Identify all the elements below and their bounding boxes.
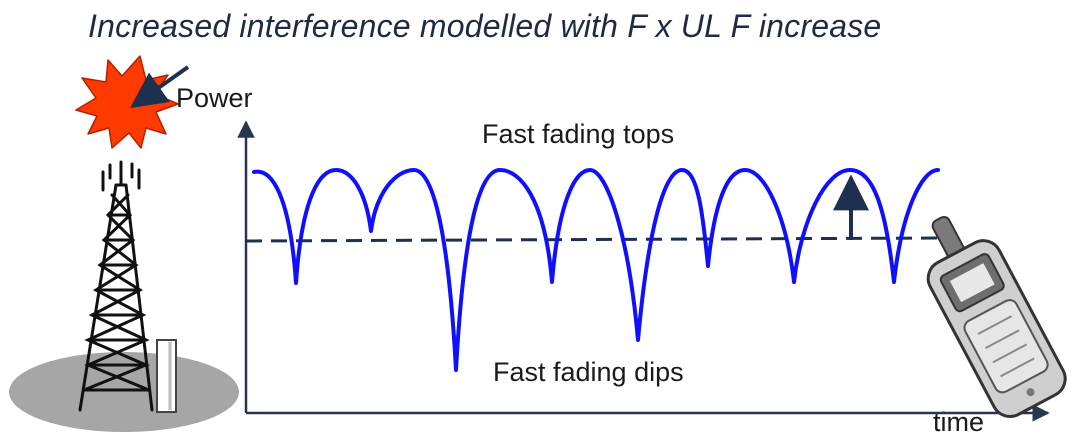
building-icon xyxy=(156,339,177,413)
ground-ellipse xyxy=(9,352,239,432)
diagram-title: Increased interference modelled with F x… xyxy=(88,8,882,44)
y-axis-label: Power xyxy=(176,83,253,113)
interference-burst-icon xyxy=(75,55,179,149)
mobile-phone-icon xyxy=(926,215,1067,418)
fast-fading-tops-label: Fast fading tops xyxy=(482,119,675,149)
mean-level-line xyxy=(245,236,941,243)
fast-fading-dips-label: Fast fading dips xyxy=(493,357,684,387)
fast-fading-signal xyxy=(252,168,940,372)
cell-tower-icon xyxy=(78,160,154,412)
interference-arrow xyxy=(130,65,190,109)
